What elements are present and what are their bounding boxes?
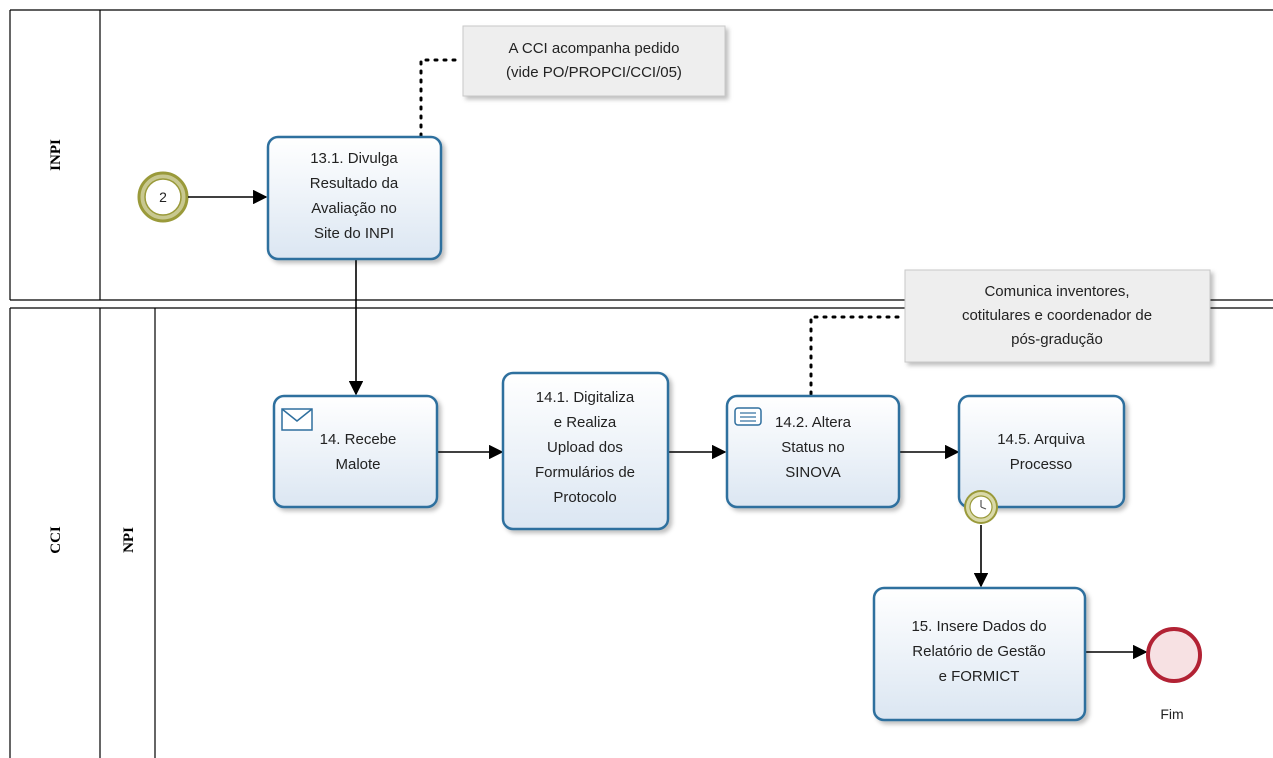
task-label-line: Formulários de <box>535 464 635 481</box>
task-label-line: 15. Insere Dados do <box>911 618 1046 635</box>
annotation-line: (vide PO/PROPCI/CCI/05) <box>506 64 682 81</box>
task-label-line: e FORMICT <box>939 668 1020 685</box>
task-13-1-divulga-resultado[interactable]: 13.1. Divulga Resultado da Avaliação no … <box>266 135 443 261</box>
task-label-line: Relatório de Gestão <box>912 643 1045 660</box>
annotation-cci-acompanha: A CCI acompanha pedido (vide PO/PROPCI/C… <box>462 25 726 97</box>
task-label-line: Processo <box>1010 456 1073 473</box>
task-label-line: Malote <box>335 456 380 473</box>
pool-inpi: INPI <box>9 9 1273 301</box>
lane-label-npi: NPI <box>121 527 137 553</box>
timer-icon[interactable] <box>964 490 998 524</box>
annotation-line: pós-gradução <box>1011 331 1103 348</box>
sequence-flows <box>188 189 1148 660</box>
annotation-line: Comunica inventores, <box>984 283 1129 300</box>
annotation-line: cotitulares e coordenador de <box>962 307 1152 324</box>
task-label-line: e Realiza <box>554 414 617 431</box>
task-label-line: 14.5. Arquiva <box>997 431 1085 448</box>
task-label-line: Status no <box>781 439 844 456</box>
end-event-label: Fim <box>1160 706 1183 722</box>
start-event-label: 2 <box>159 189 167 205</box>
task-15-insere-dados[interactable]: 15. Insere Dados do Relatório de Gestão … <box>872 586 1087 722</box>
annotation-associations <box>419 58 907 396</box>
end-event[interactable] <box>1146 627 1202 683</box>
lane-label-cci: CCI <box>48 526 64 554</box>
task-label-line: Protocolo <box>553 489 616 506</box>
start-event[interactable]: 2 <box>137 171 189 223</box>
task-label-line: Upload dos <box>547 439 623 456</box>
task-label-line: 14.2. Altera <box>775 414 852 431</box>
task-label-line: Site do INPI <box>314 225 394 242</box>
task-14-2-altera-status[interactable]: 14.2. Altera Status no SINOVA <box>725 394 901 509</box>
task-label-line: 14. Recebe <box>320 431 397 448</box>
task-label-line: SINOVA <box>785 464 841 481</box>
task-label-line: 14.1. Digitaliza <box>536 389 635 406</box>
envelope-icon <box>281 408 313 431</box>
annotation-comunica-inventores: Comunica inventores, cotitulares e coord… <box>904 269 1211 363</box>
task-14-recebe-malote[interactable]: 14. Recebe Malote <box>272 394 439 509</box>
script-icon <box>734 407 762 426</box>
task-label-line: 13.1. Divulga <box>310 150 398 167</box>
task-label-line: Avaliação no <box>311 200 397 217</box>
lane-label-inpi: INPI <box>48 139 64 171</box>
task-label-line: Resultado da <box>310 175 399 192</box>
annotation-line: A CCI acompanha pedido <box>509 40 680 57</box>
task-14-5-arquiva-processo[interactable]: 14.5. Arquiva Processo <box>957 394 1126 509</box>
task-14-1-digitaliza[interactable]: 14.1. Digitaliza e Realiza Upload dos Fo… <box>501 371 670 531</box>
